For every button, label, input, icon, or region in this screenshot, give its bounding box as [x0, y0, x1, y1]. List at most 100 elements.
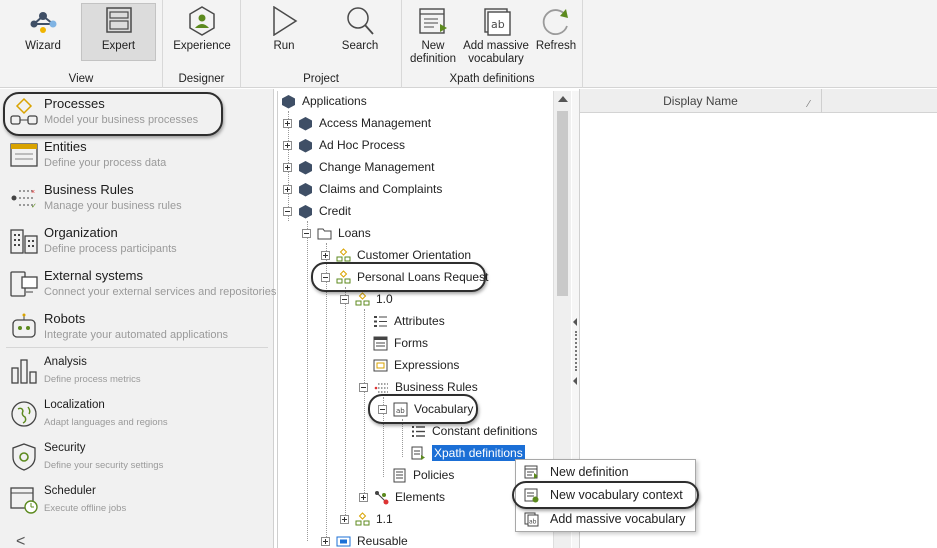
nav-title-security: Security [44, 442, 86, 454]
tree-node-vocabulary[interactable]: ab Vocabulary [378, 399, 473, 419]
expand-toggle[interactable] [321, 536, 330, 546]
tree-node-ad-hoc-process[interactable]: Ad Hoc Process [283, 135, 405, 155]
entities-icon [10, 143, 38, 167]
nav-title-analysis: Analysis [44, 356, 87, 368]
tree-node-expressions[interactable]: Expressions [373, 355, 459, 375]
tree-label: Expressions [394, 358, 460, 372]
constant-definitions-icon [412, 425, 425, 437]
tree-node-version-1-0[interactable]: 1.0 [340, 289, 393, 309]
tree-node-customer-orientation[interactable]: Customer Orientation [321, 245, 471, 265]
expressions-icon [373, 359, 388, 371]
nav-item-security[interactable]: Security Define your security settings [0, 438, 274, 480]
processes-icon [10, 97, 38, 125]
experience-label: Experience [173, 40, 231, 52]
splitter-left-arrow[interactable] [573, 377, 577, 385]
application-cube-icon [299, 204, 312, 218]
tree-node-access-management[interactable]: Access Management [283, 113, 431, 133]
analysis-icon [11, 359, 37, 384]
wizard-button[interactable]: Wizard [6, 4, 80, 60]
tree-scrollbar[interactable] [553, 91, 571, 548]
new-definition-label-line1: New [421, 40, 445, 52]
collapse-toggle[interactable] [283, 206, 292, 216]
tree-node-forms[interactable]: Forms [373, 333, 428, 353]
nav-item-localization[interactable]: Localization Adapt languages and regions [0, 395, 274, 437]
nav-item-robots[interactable]: Robots Integrate your automated applicat… [0, 308, 274, 350]
collapse-nav-button[interactable]: < [16, 533, 26, 548]
tree-node-change-management[interactable]: Change Management [283, 157, 434, 177]
add-massive-vocabulary-button[interactable]: ab Add massive vocabulary [462, 4, 530, 74]
tree-node-loans[interactable]: Loans [302, 223, 371, 243]
scroll-thumb[interactable] [557, 111, 568, 296]
tree-node-business-rules[interactable]: Business Rules [359, 377, 478, 397]
xpath-definitions-icon [411, 446, 425, 460]
expand-toggle[interactable] [283, 140, 292, 150]
tree-node-xpath-definitions[interactable]: Xpath definitions [411, 443, 525, 463]
menu-label: Add massive vocabulary [550, 512, 686, 526]
folder-icon [317, 228, 332, 239]
menu-item-new-vocabulary-context[interactable]: New vocabulary context [516, 484, 695, 506]
menu-item-add-massive-vocabulary[interactable]: ab Add massive vocabulary [516, 508, 695, 530]
nav-item-entities[interactable]: Entities Define your process data [0, 136, 274, 178]
attributes-icon [374, 315, 387, 327]
search-button[interactable]: Search [325, 4, 395, 60]
tree-node-personal-loans-request[interactable]: Personal Loans Request [321, 267, 488, 287]
tree-label: Credit [319, 204, 352, 218]
tree-node-applications[interactable]: Applications [281, 91, 367, 111]
tree-node-elements[interactable]: Elements [359, 487, 445, 507]
project-tree: Applications Access Management Ad Hoc Pr… [277, 91, 572, 548]
scroll-up-arrow[interactable] [558, 96, 568, 102]
expand-toggle[interactable] [283, 162, 292, 172]
collapse-toggle[interactable] [302, 228, 311, 238]
tree-label: Customer Orientation [357, 248, 472, 262]
reusable-icon [336, 536, 351, 546]
process-icon [336, 269, 351, 283]
collapse-toggle[interactable] [359, 382, 368, 392]
new-definition-icon [524, 465, 538, 479]
collapse-toggle[interactable] [340, 294, 349, 304]
expand-toggle[interactable] [283, 118, 292, 128]
expand-toggle[interactable] [283, 184, 292, 194]
add-massive-vocabulary-icon: ab [484, 8, 511, 36]
run-icon [273, 6, 298, 36]
expert-button[interactable]: Expert [81, 3, 156, 61]
ribbon-group-label-designer: Designer [178, 73, 225, 85]
collapse-toggle[interactable] [378, 404, 387, 414]
tree-node-attributes[interactable]: Attributes [373, 311, 445, 331]
collapse-toggle[interactable] [321, 272, 330, 282]
tree-node-constant-definitions[interactable]: Constant definitions [411, 421, 537, 441]
new-definition-icon [419, 8, 447, 34]
add-massive-vocabulary-label-line1: Add massive [463, 40, 529, 52]
nav-item-processes[interactable]: Processes Model your business processes [0, 93, 274, 135]
nav-item-external-systems[interactable]: External systems Connect your external s… [0, 265, 276, 307]
nav-title-localization: Localization [44, 399, 105, 411]
menu-item-new-definition[interactable]: New definition [516, 461, 695, 483]
application-cube-icon [299, 138, 312, 152]
run-label: Run [273, 40, 295, 52]
nav-item-scheduler[interactable]: Scheduler Execute offline jobs [0, 481, 274, 523]
splitter-grip[interactable] [575, 331, 577, 371]
pane-splitter[interactable] [572, 91, 579, 548]
tree-label-selected: Xpath definitions [432, 445, 525, 461]
tree-label: Policies [413, 468, 455, 482]
expand-toggle[interactable] [359, 492, 368, 502]
refresh-icon [542, 9, 568, 35]
column-header-display-name[interactable]: Display Name ⁄ [580, 89, 822, 113]
tree-node-policies[interactable]: Policies [392, 465, 454, 485]
refresh-button[interactable]: Refresh [532, 4, 580, 60]
expand-toggle[interactable] [340, 514, 349, 524]
splitter-left-arrow[interactable] [573, 318, 577, 326]
experience-button[interactable]: Experience [167, 4, 237, 60]
nav-item-analysis[interactable]: Analysis Define process metrics [0, 352, 274, 394]
nav-item-business-rules[interactable]: × ✓ Business Rules Manage your business … [0, 179, 274, 221]
tree-node-claims-and-complaints[interactable]: Claims and Complaints [283, 179, 442, 199]
tree-node-version-1-1[interactable]: 1.1 [340, 509, 393, 529]
expand-toggle[interactable] [321, 250, 330, 260]
tree-node-reusable[interactable]: Reusable [321, 531, 408, 548]
context-menu: New definition New vocabulary context ab… [515, 459, 696, 532]
run-button[interactable]: Run [249, 4, 319, 60]
tree-node-credit[interactable]: Credit [283, 201, 351, 221]
nav-item-organization[interactable]: Organization Define process participants [0, 222, 274, 264]
scheduler-icon [10, 487, 38, 514]
svg-text:ab: ab [491, 18, 505, 31]
new-definition-button[interactable]: New definition [406, 4, 460, 74]
